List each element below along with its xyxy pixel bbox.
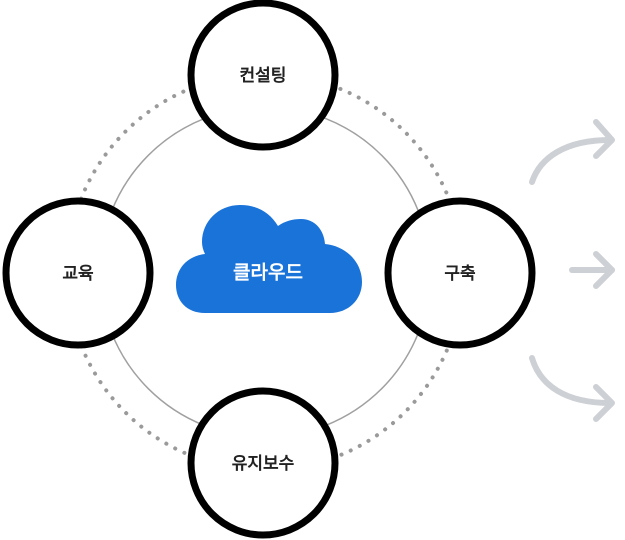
node-build-label: 구축 bbox=[444, 264, 476, 284]
node-build-circle bbox=[384, 197, 536, 349]
node-maintenance-circle bbox=[187, 387, 339, 539]
node-consulting: 컨설팅 bbox=[187, 0, 339, 151]
cloud-label: 클라우드 bbox=[233, 262, 303, 284]
arrow-curve-up-icon bbox=[529, 119, 615, 185]
output-arrows bbox=[529, 119, 615, 422]
cloud-icon bbox=[176, 205, 362, 313]
node-build: 구축 bbox=[384, 197, 536, 349]
node-consulting-circle bbox=[187, 0, 339, 151]
node-consulting-label: 컨설팅 bbox=[240, 66, 287, 86]
arrow-right-icon bbox=[569, 251, 615, 289]
node-maintenance: 유지보수 bbox=[187, 387, 339, 539]
node-maintenance-label: 유지보수 bbox=[232, 454, 295, 474]
center-cloud: 클라우드 bbox=[176, 205, 362, 313]
node-education: 교육 bbox=[2, 197, 154, 349]
node-education-label: 교육 bbox=[62, 264, 94, 284]
node-education-circle bbox=[2, 197, 154, 349]
arrow-curve-down-icon bbox=[529, 355, 615, 422]
